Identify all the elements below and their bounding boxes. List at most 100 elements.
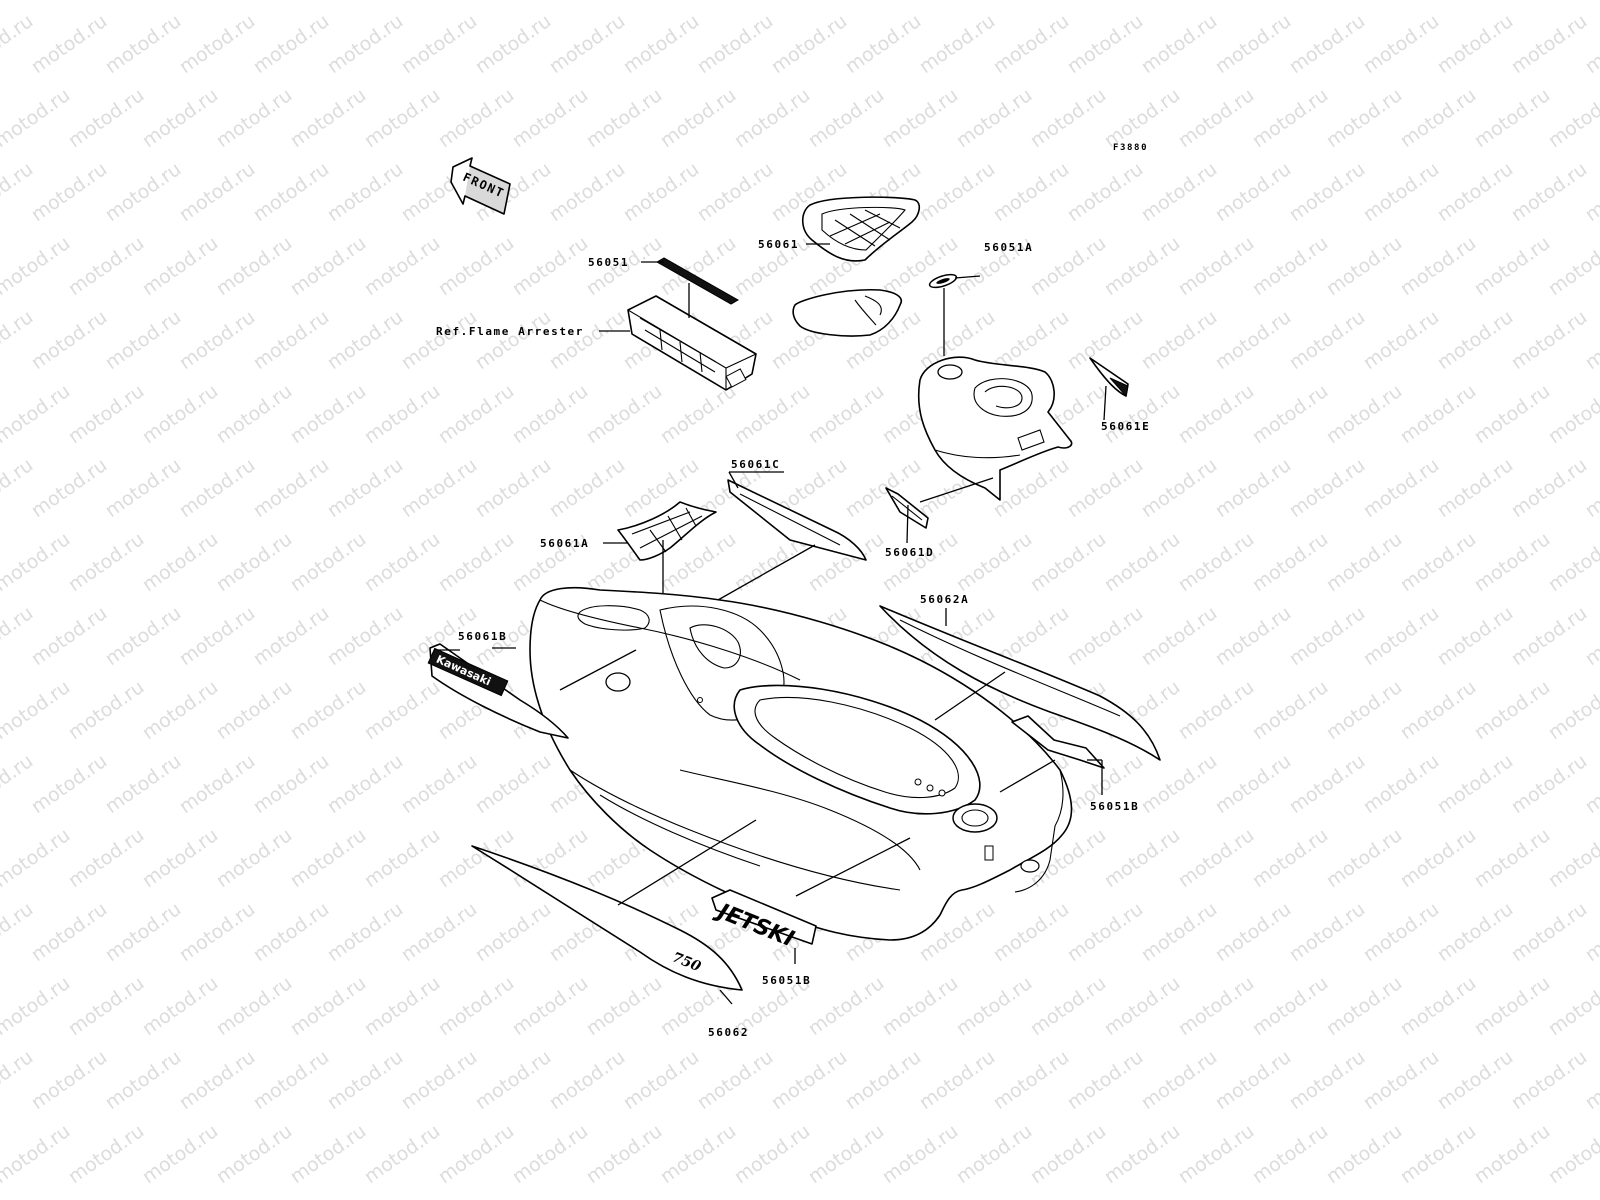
watermark-text: motod.ru bbox=[64, 676, 148, 744]
watermark-text: motod.ru bbox=[545, 306, 629, 374]
watermark-text: motod.ru bbox=[249, 306, 333, 374]
watermark-text: motod.ru bbox=[1359, 306, 1443, 374]
watermark-text: motod.ru bbox=[1396, 84, 1480, 152]
watermark-text: motod.ru bbox=[1322, 824, 1406, 892]
watermark-text: motod.ru bbox=[1507, 306, 1591, 374]
watermark-text: motod.ru bbox=[989, 158, 1073, 226]
watermark-text: motod.ru bbox=[249, 454, 333, 522]
watermark-text: motod.ru bbox=[434, 380, 518, 448]
watermark-text: motod.ru bbox=[1433, 602, 1517, 670]
watermark-text: motod.ru bbox=[1396, 380, 1480, 448]
watermark-text: motod.ru bbox=[1544, 232, 1600, 300]
part-56051A-emblem bbox=[928, 273, 958, 289]
watermark-text: motod.ru bbox=[360, 824, 444, 892]
watermark-text: motod.ru bbox=[1359, 1046, 1443, 1114]
watermark-text: motod.ru bbox=[508, 1120, 592, 1188]
watermark-text: motod.ru bbox=[804, 380, 888, 448]
watermark-text: motod.ru bbox=[1211, 750, 1295, 818]
watermark-text: motod.ru bbox=[878, 232, 962, 300]
watermark-text: motod.ru bbox=[397, 1046, 481, 1114]
watermark-text: motod.ru bbox=[878, 528, 962, 596]
label-56062A: 56062A bbox=[920, 593, 969, 606]
watermark-text: motod.ru bbox=[1544, 824, 1600, 892]
watermark-text: motod.ru bbox=[175, 1046, 259, 1114]
watermark-text: motod.ru bbox=[1507, 10, 1591, 78]
watermark-text: motod.ru bbox=[249, 1046, 333, 1114]
watermark-text: motod.ru bbox=[1211, 602, 1295, 670]
watermark-text: motod.ru bbox=[212, 824, 296, 892]
watermark-text: motod.ru bbox=[1507, 750, 1591, 818]
part-56061C-decal bbox=[727, 479, 867, 561]
watermark-text: motod.ru bbox=[138, 824, 222, 892]
watermark-text: motod.ru bbox=[1507, 158, 1591, 226]
part-56051-strip bbox=[655, 257, 740, 305]
watermark-text: motod.ru bbox=[64, 1120, 148, 1188]
watermark-text: motod.ru bbox=[1137, 306, 1221, 374]
watermark-text: motod.ru bbox=[64, 824, 148, 892]
watermark-text: motod.ru bbox=[1285, 454, 1369, 522]
watermark-text: motod.ru bbox=[1285, 306, 1369, 374]
watermark-text: motod.ru bbox=[1285, 750, 1369, 818]
watermark-text: motod.ru bbox=[1063, 158, 1147, 226]
watermark-text: motod.ru bbox=[1396, 528, 1480, 596]
watermark-text: motod.ru bbox=[323, 750, 407, 818]
watermark-text: motod.ru bbox=[397, 898, 481, 966]
watermark-text: motod.ru bbox=[804, 84, 888, 152]
watermark-text: motod.ru bbox=[1063, 898, 1147, 966]
watermark-text: motod.ru bbox=[1100, 232, 1184, 300]
watermark-text: motod.ru bbox=[1137, 1046, 1221, 1114]
watermark-text: motod.ru bbox=[656, 1120, 740, 1188]
watermark-text: motod.ru bbox=[27, 602, 111, 670]
watermark-text: motod.ru bbox=[1174, 824, 1258, 892]
watermark-text: motod.ru bbox=[1100, 824, 1184, 892]
label-56061: 56061 bbox=[758, 238, 799, 251]
leader-lines bbox=[438, 243, 1107, 1005]
watermark-text: motod.ru bbox=[286, 0, 370, 4]
watermark-text: motod.ru bbox=[323, 158, 407, 226]
watermark-text: motod.ru bbox=[1063, 454, 1147, 522]
watermark-text: motod.ru bbox=[1211, 158, 1295, 226]
watermark-text: motod.ru bbox=[101, 1046, 185, 1114]
watermark-text: motod.ru bbox=[1100, 0, 1184, 4]
watermark-text: motod.ru bbox=[1174, 1120, 1258, 1188]
watermark-text: motod.ru bbox=[1396, 676, 1480, 744]
watermark-text: motod.ru bbox=[101, 454, 185, 522]
watermark-text: motod.ru bbox=[656, 380, 740, 448]
label-56061D: 56061D bbox=[885, 546, 934, 559]
watermark-text: motod.ru bbox=[582, 84, 666, 152]
watermark-text: motod.ru bbox=[175, 10, 259, 78]
watermark-text: motod.ru bbox=[101, 898, 185, 966]
watermark-text: motod.ru bbox=[360, 0, 444, 4]
watermark-text: motod.ru bbox=[212, 528, 296, 596]
watermark-text: motod.ru bbox=[1248, 824, 1332, 892]
watermark-text: motod.ru bbox=[212, 676, 296, 744]
watermark-text: motod.ru bbox=[138, 972, 222, 1040]
watermark-text: motod.ru bbox=[1285, 158, 1369, 226]
watermark-text: motod.ru bbox=[1322, 380, 1406, 448]
watermark-text: motod.ru bbox=[1433, 750, 1517, 818]
watermark-text: motod.ru bbox=[249, 750, 333, 818]
watermark-text: motod.ru bbox=[249, 898, 333, 966]
watermark-text: motod.ru bbox=[582, 380, 666, 448]
watermark-text: motod.ru bbox=[693, 158, 777, 226]
part-56051B-right-decal bbox=[1011, 715, 1105, 769]
watermark-text: motod.ru bbox=[619, 1046, 703, 1114]
watermark-text: motod.ru bbox=[286, 676, 370, 744]
watermark-text: motod.ru bbox=[989, 10, 1073, 78]
watermark-text: motod.ru bbox=[767, 10, 851, 78]
label-56061E: 56061E bbox=[1101, 420, 1150, 433]
watermark-text: motod.ru bbox=[1063, 1046, 1147, 1114]
watermark-text: motod.ru bbox=[0, 1120, 74, 1188]
watermark-text: motod.ru bbox=[64, 0, 148, 4]
watermark-text: motod.ru bbox=[545, 454, 629, 522]
part-56061E-decal bbox=[1089, 357, 1129, 398]
watermark-text: motod.ru bbox=[878, 84, 962, 152]
watermark-text: motod.ru bbox=[1137, 454, 1221, 522]
watermark-text: motod.ru bbox=[434, 84, 518, 152]
watermark-text: motod.ru bbox=[212, 972, 296, 1040]
watermark-text: motod.ru bbox=[360, 972, 444, 1040]
label-56051: 56051 bbox=[588, 256, 629, 269]
watermark-text: motod.ru bbox=[1470, 380, 1554, 448]
